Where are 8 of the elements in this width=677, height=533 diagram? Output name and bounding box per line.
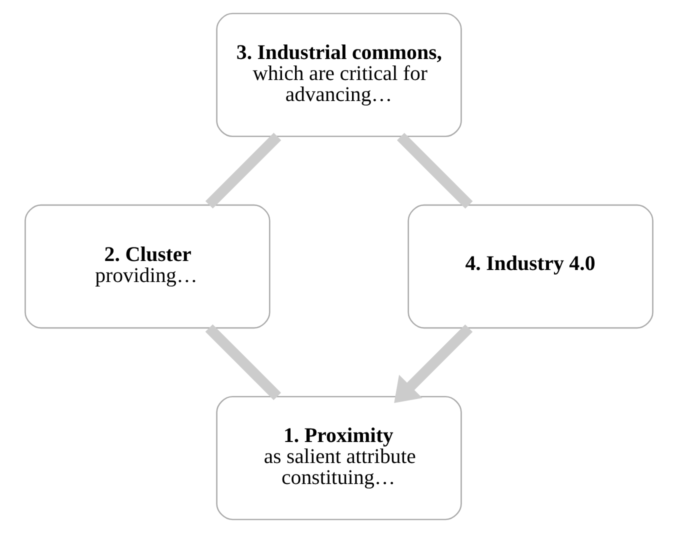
node-box: 3. Industrial commons, which are critical for advancing… <box>216 12 462 138</box>
connector <box>204 324 281 400</box>
node-box: 1. Proximity as salient attribute constituing… <box>216 396 462 520</box>
node-box: 2. Cluster providing… <box>24 204 270 329</box>
arrow <box>394 324 472 403</box>
node-box: 4. Industry 4.0 <box>407 204 653 329</box>
connector <box>396 132 472 209</box>
connector <box>204 132 281 209</box>
